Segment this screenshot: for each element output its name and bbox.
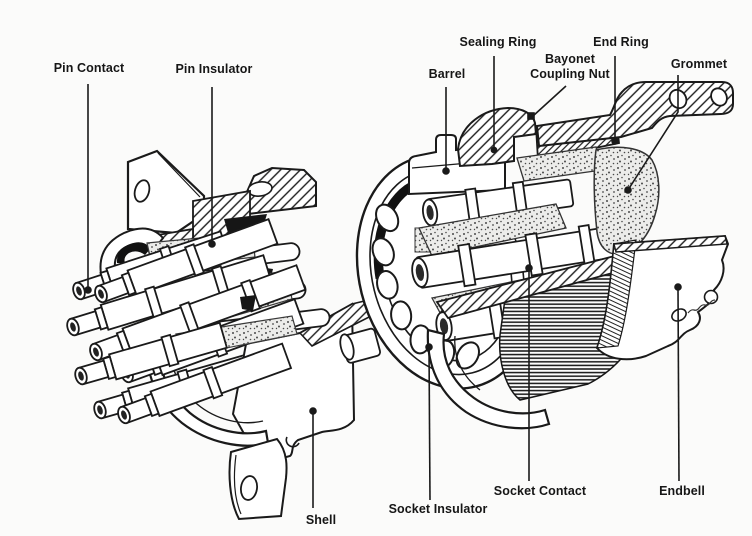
endbell-part-marking (687, 299, 716, 314)
grommet-leader-line (624, 75, 679, 194)
mounting-ear-hole (133, 179, 151, 203)
retaining-clip-shadow (116, 242, 151, 263)
label-socket-contact: Socket Contact (493, 484, 587, 498)
pin-contact-2 (94, 218, 279, 304)
label-grommet: Grommet (670, 57, 728, 71)
pin-insulator-leader-line (208, 87, 216, 248)
grommet-body (593, 146, 660, 255)
plug-shell (146, 296, 378, 521)
receptacle-assembly (339, 81, 734, 430)
shell-leader-line (309, 407, 317, 508)
pin-contact-8 (117, 342, 293, 425)
socket-contact-1 (422, 178, 575, 227)
label-socket-insulator: Socket Insulator (388, 502, 488, 516)
pin-contact-4 (89, 264, 307, 362)
pin-contact-5 (74, 321, 228, 386)
receptacle-shell-saddle (426, 328, 551, 430)
label-end-ring: End Ring (593, 35, 649, 49)
barrel-leader-line (442, 87, 450, 175)
label-pin-insulator: Pin Insulator (175, 62, 253, 76)
socket-contact-2 (411, 224, 629, 289)
sealing-ring-leader-line (490, 56, 498, 154)
label-shell: Shell (305, 513, 337, 527)
plug-assembly (66, 149, 378, 521)
ear-ridge-line (157, 152, 201, 198)
cavity-shadow-3 (240, 295, 256, 311)
saddle-inner-line (454, 335, 481, 391)
leader-lines (84, 56, 682, 508)
bracket-hole-2 (710, 87, 728, 107)
label-barrel: Barrel (428, 67, 466, 81)
endbell-bracket (535, 81, 734, 148)
label-bayonet-coupling-nut: Bayonet Coupling Nut (530, 52, 610, 81)
insulator-band-1 (418, 203, 567, 257)
contact-stub (339, 327, 382, 364)
socket-insulator-leader-line (425, 343, 433, 501)
label-endbell: Endbell (659, 484, 705, 498)
bayonet-coupling-nut-leader-line (527, 85, 567, 120)
pin-contact-leader-line (84, 84, 92, 294)
label-sealing-ring: Sealing Ring (459, 35, 537, 49)
bayonet-coupling-nut-body (456, 106, 538, 168)
plug-flange-rear-ear (244, 166, 317, 216)
label-pin-contact: Pin Contact (53, 61, 125, 75)
grommet-top-band (516, 146, 603, 182)
endbell-body (595, 234, 730, 361)
endbell-leader-line (674, 283, 682, 482)
socket-contact-leader-line (525, 264, 533, 481)
end-ring-leader-line (611, 56, 619, 145)
